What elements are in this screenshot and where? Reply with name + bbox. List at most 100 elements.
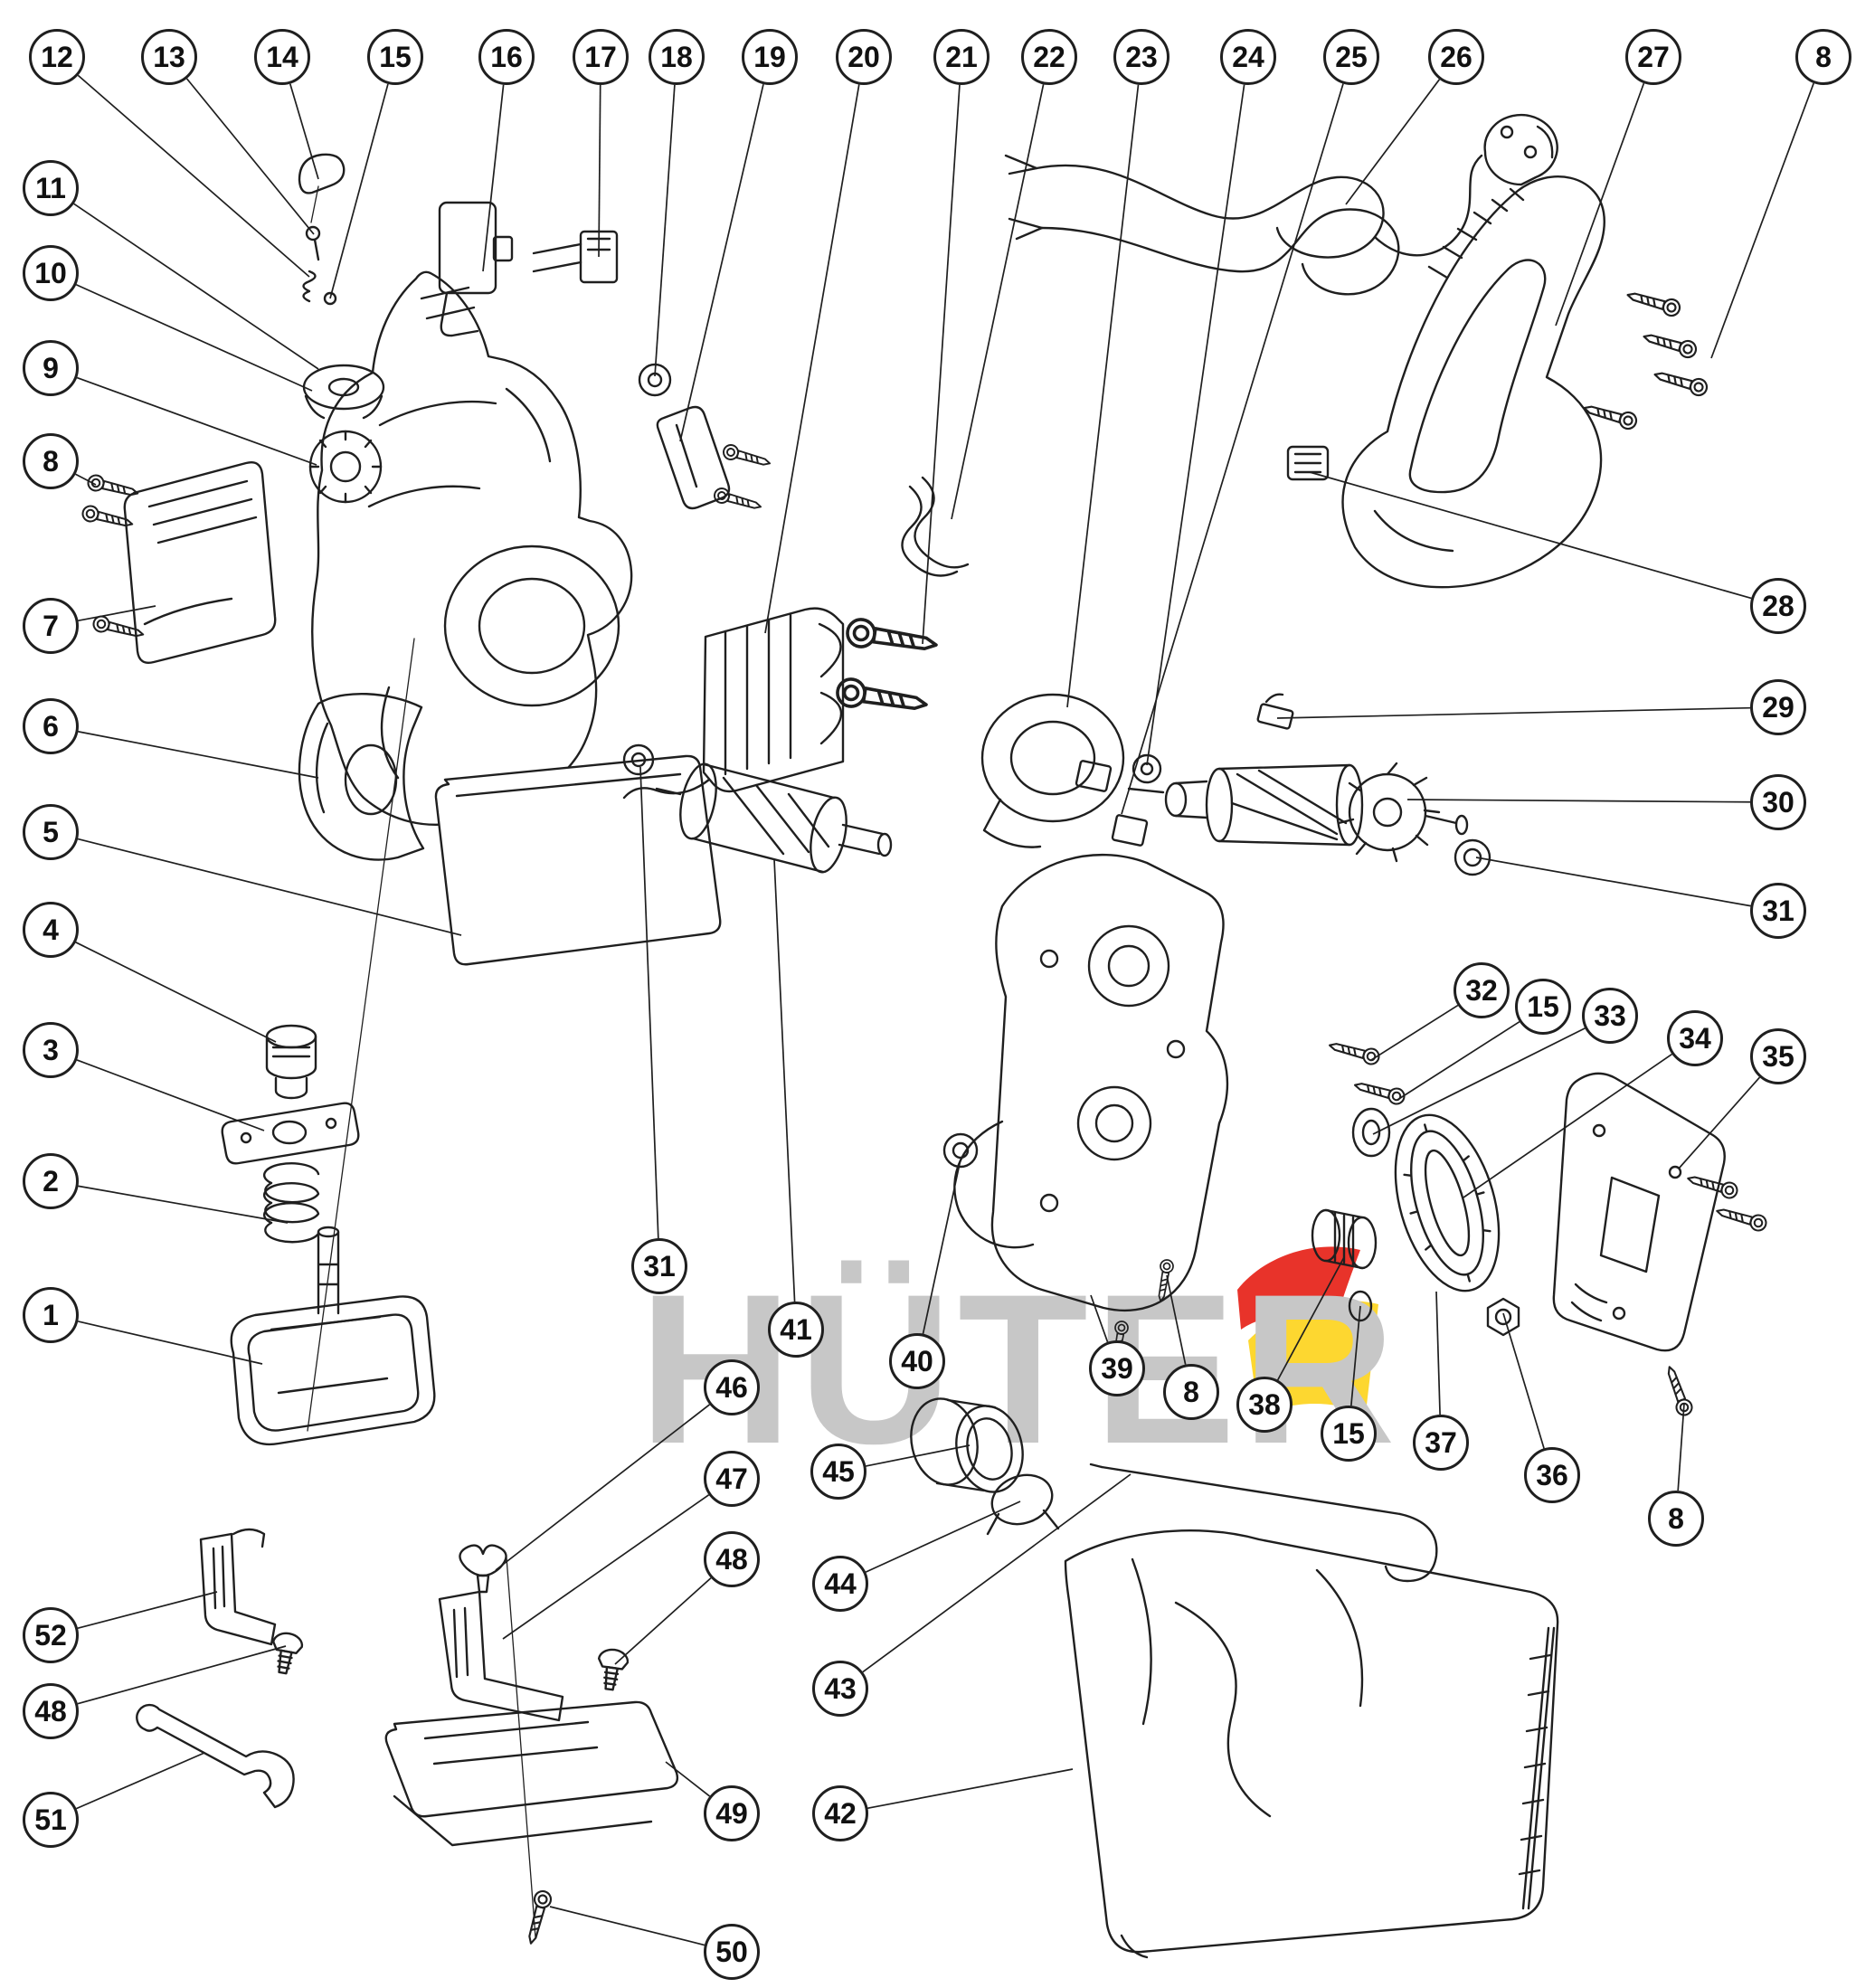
part-wrench [136, 1703, 295, 1809]
callout-41: 41 [768, 1302, 824, 1358]
part-contact-plate [532, 230, 619, 284]
callout-19: 19 [742, 29, 798, 85]
part-switch [438, 201, 514, 337]
leader-line [495, 1404, 711, 1571]
callout-35: 35 [1750, 1028, 1806, 1084]
callout-37: 37 [1413, 1415, 1469, 1471]
callout-5: 5 [23, 804, 79, 860]
leader-line [665, 1761, 711, 1797]
callout-11: 11 [23, 160, 79, 216]
callout-9: 9 [23, 340, 79, 396]
callout-8: 8 [1648, 1491, 1704, 1547]
leader-line [1166, 1274, 1187, 1365]
callout-8: 8 [1163, 1364, 1219, 1420]
leader-line [862, 1473, 1132, 1673]
part-armature [1127, 762, 1469, 863]
callout-40: 40 [889, 1333, 945, 1389]
part-screws-washers-mid [1326, 1037, 1407, 1322]
leader-line [1555, 82, 1645, 327]
leader-line [289, 83, 319, 180]
leader-line [1276, 1256, 1345, 1381]
leader-line [78, 1321, 263, 1365]
leader-line [1710, 82, 1814, 359]
part-rear-handle [1341, 175, 1605, 589]
callout-42: 42 [812, 1785, 868, 1841]
part-drive-belt [1394, 1113, 1501, 1292]
callout-12: 12 [29, 29, 85, 85]
callout-28: 28 [1750, 578, 1806, 634]
leader-line [76, 376, 317, 466]
callout-2: 2 [23, 1153, 79, 1209]
leader-line [1090, 1294, 1109, 1343]
leader-line [78, 1185, 289, 1224]
part-base-assembly [230, 1226, 436, 1446]
leader-line [1309, 471, 1752, 600]
callout-15: 15 [1515, 979, 1571, 1035]
parts-group [80, 113, 1769, 1959]
callout-46: 46 [704, 1359, 760, 1415]
part-angle-bracket-large [438, 1590, 564, 1722]
callout-45: 45 [810, 1444, 866, 1500]
callout-4: 4 [23, 902, 79, 958]
callout-3: 3 [23, 1022, 79, 1078]
leader-line [76, 1059, 265, 1131]
part-fence-plate [384, 1700, 679, 1847]
callout-49: 49 [704, 1785, 760, 1841]
callout-21: 21 [933, 29, 990, 85]
leader-line [1678, 1076, 1761, 1169]
leader-line [1475, 857, 1751, 907]
callout-44: 44 [812, 1556, 868, 1612]
leader-line [1370, 1004, 1459, 1061]
callout-15: 15 [367, 29, 423, 85]
part-bearing-right [1454, 838, 1491, 876]
callout-10: 10 [23, 245, 79, 301]
callout-48: 48 [704, 1531, 760, 1587]
leader-line [75, 473, 97, 486]
leader-line [866, 1444, 971, 1467]
callout-27: 27 [1625, 29, 1681, 85]
part-fan-baffle [980, 693, 1125, 848]
part-dust-bag [1064, 1529, 1559, 1959]
part-field-wires [901, 476, 970, 577]
part-clamp-plate [221, 1102, 360, 1165]
leader-line [482, 84, 505, 272]
callout-34: 34 [1667, 1010, 1723, 1066]
leader-line [1435, 1291, 1441, 1415]
callout-29: 29 [1750, 679, 1806, 735]
leader-line [1372, 1027, 1586, 1135]
leader-line [78, 605, 156, 622]
leader-line [1349, 1305, 1361, 1406]
leader-line [773, 858, 796, 1302]
leader-line [1121, 83, 1344, 815]
leader-line [1677, 1403, 1685, 1491]
callout-43: 43 [812, 1661, 868, 1717]
watermark-text: HÜTER [639, 1250, 1401, 1489]
callout-22: 22 [1021, 29, 1077, 85]
part-carbon-brush [1256, 693, 1294, 730]
callout-8: 8 [1795, 29, 1851, 85]
leader-line [598, 84, 601, 258]
centerline-fence-axis [506, 1557, 536, 1938]
callout-20: 20 [836, 29, 892, 85]
part-angle-bracket-small [199, 1528, 277, 1646]
callout-18: 18 [649, 29, 705, 85]
leader-line [549, 1906, 705, 1946]
leader-line [76, 1752, 205, 1810]
callout-26: 26 [1428, 29, 1484, 85]
callout-6: 6 [23, 698, 79, 754]
leader-line [654, 84, 676, 377]
leader-line [867, 1768, 1074, 1810]
part-power-cord [1004, 113, 1558, 296]
leader-line [639, 766, 659, 1239]
leader-line [951, 84, 1045, 520]
part-knob [265, 1024, 317, 1100]
part-washer-drum [622, 743, 655, 776]
leader-line [922, 1159, 961, 1334]
leader-line [77, 838, 462, 936]
leader-line [614, 1577, 712, 1665]
callout-31: 31 [631, 1238, 687, 1294]
callout-15: 15 [1321, 1406, 1377, 1462]
